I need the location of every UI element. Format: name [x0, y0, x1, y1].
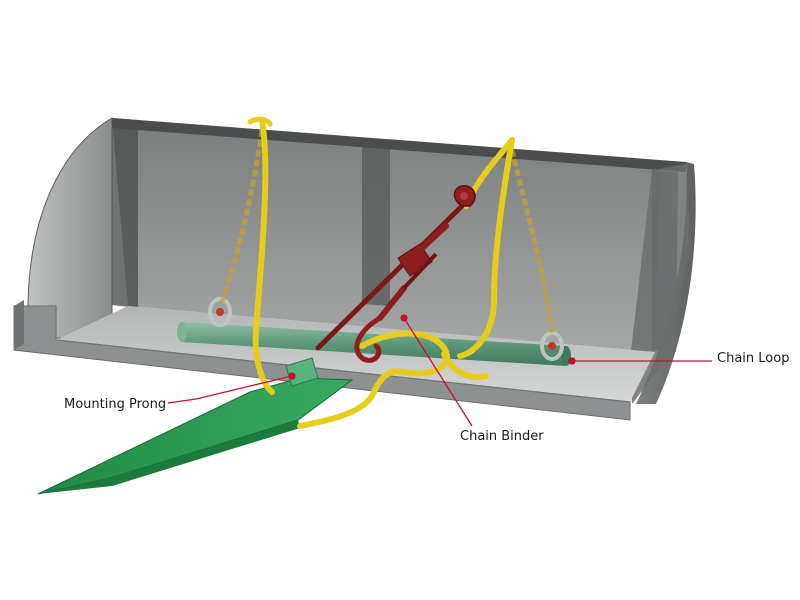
label-chain-loop: Chain Loop — [717, 351, 790, 366]
leader-dot-chain-binder — [400, 314, 408, 322]
bucket-rib — [112, 118, 138, 308]
label-mounting-prong: Mounting Prong — [64, 397, 167, 412]
bucket-front-lip-edge — [14, 300, 24, 350]
bucket-right-face — [630, 164, 690, 404]
callout-leaders — [167, 314, 712, 427]
leader-mounting-prong — [167, 375, 293, 404]
bucket-rib — [362, 142, 390, 306]
bucket-lip-line — [55, 339, 631, 403]
bucket — [13, 117, 696, 421]
chain-binder — [315, 185, 476, 363]
label-chain-binder: Chain Binder — [460, 429, 544, 444]
bucket-top-rim — [112, 118, 686, 172]
bucket-left-end — [27, 117, 113, 339]
leader-dot-chain-loop — [568, 357, 576, 365]
chain-loop-left — [208, 297, 232, 327]
chain-loop-right — [540, 331, 564, 361]
leader-chain-binder — [403, 317, 473, 427]
chain-back-segments — [219, 129, 555, 335]
leader-dot-mounting-prong — [288, 372, 296, 380]
